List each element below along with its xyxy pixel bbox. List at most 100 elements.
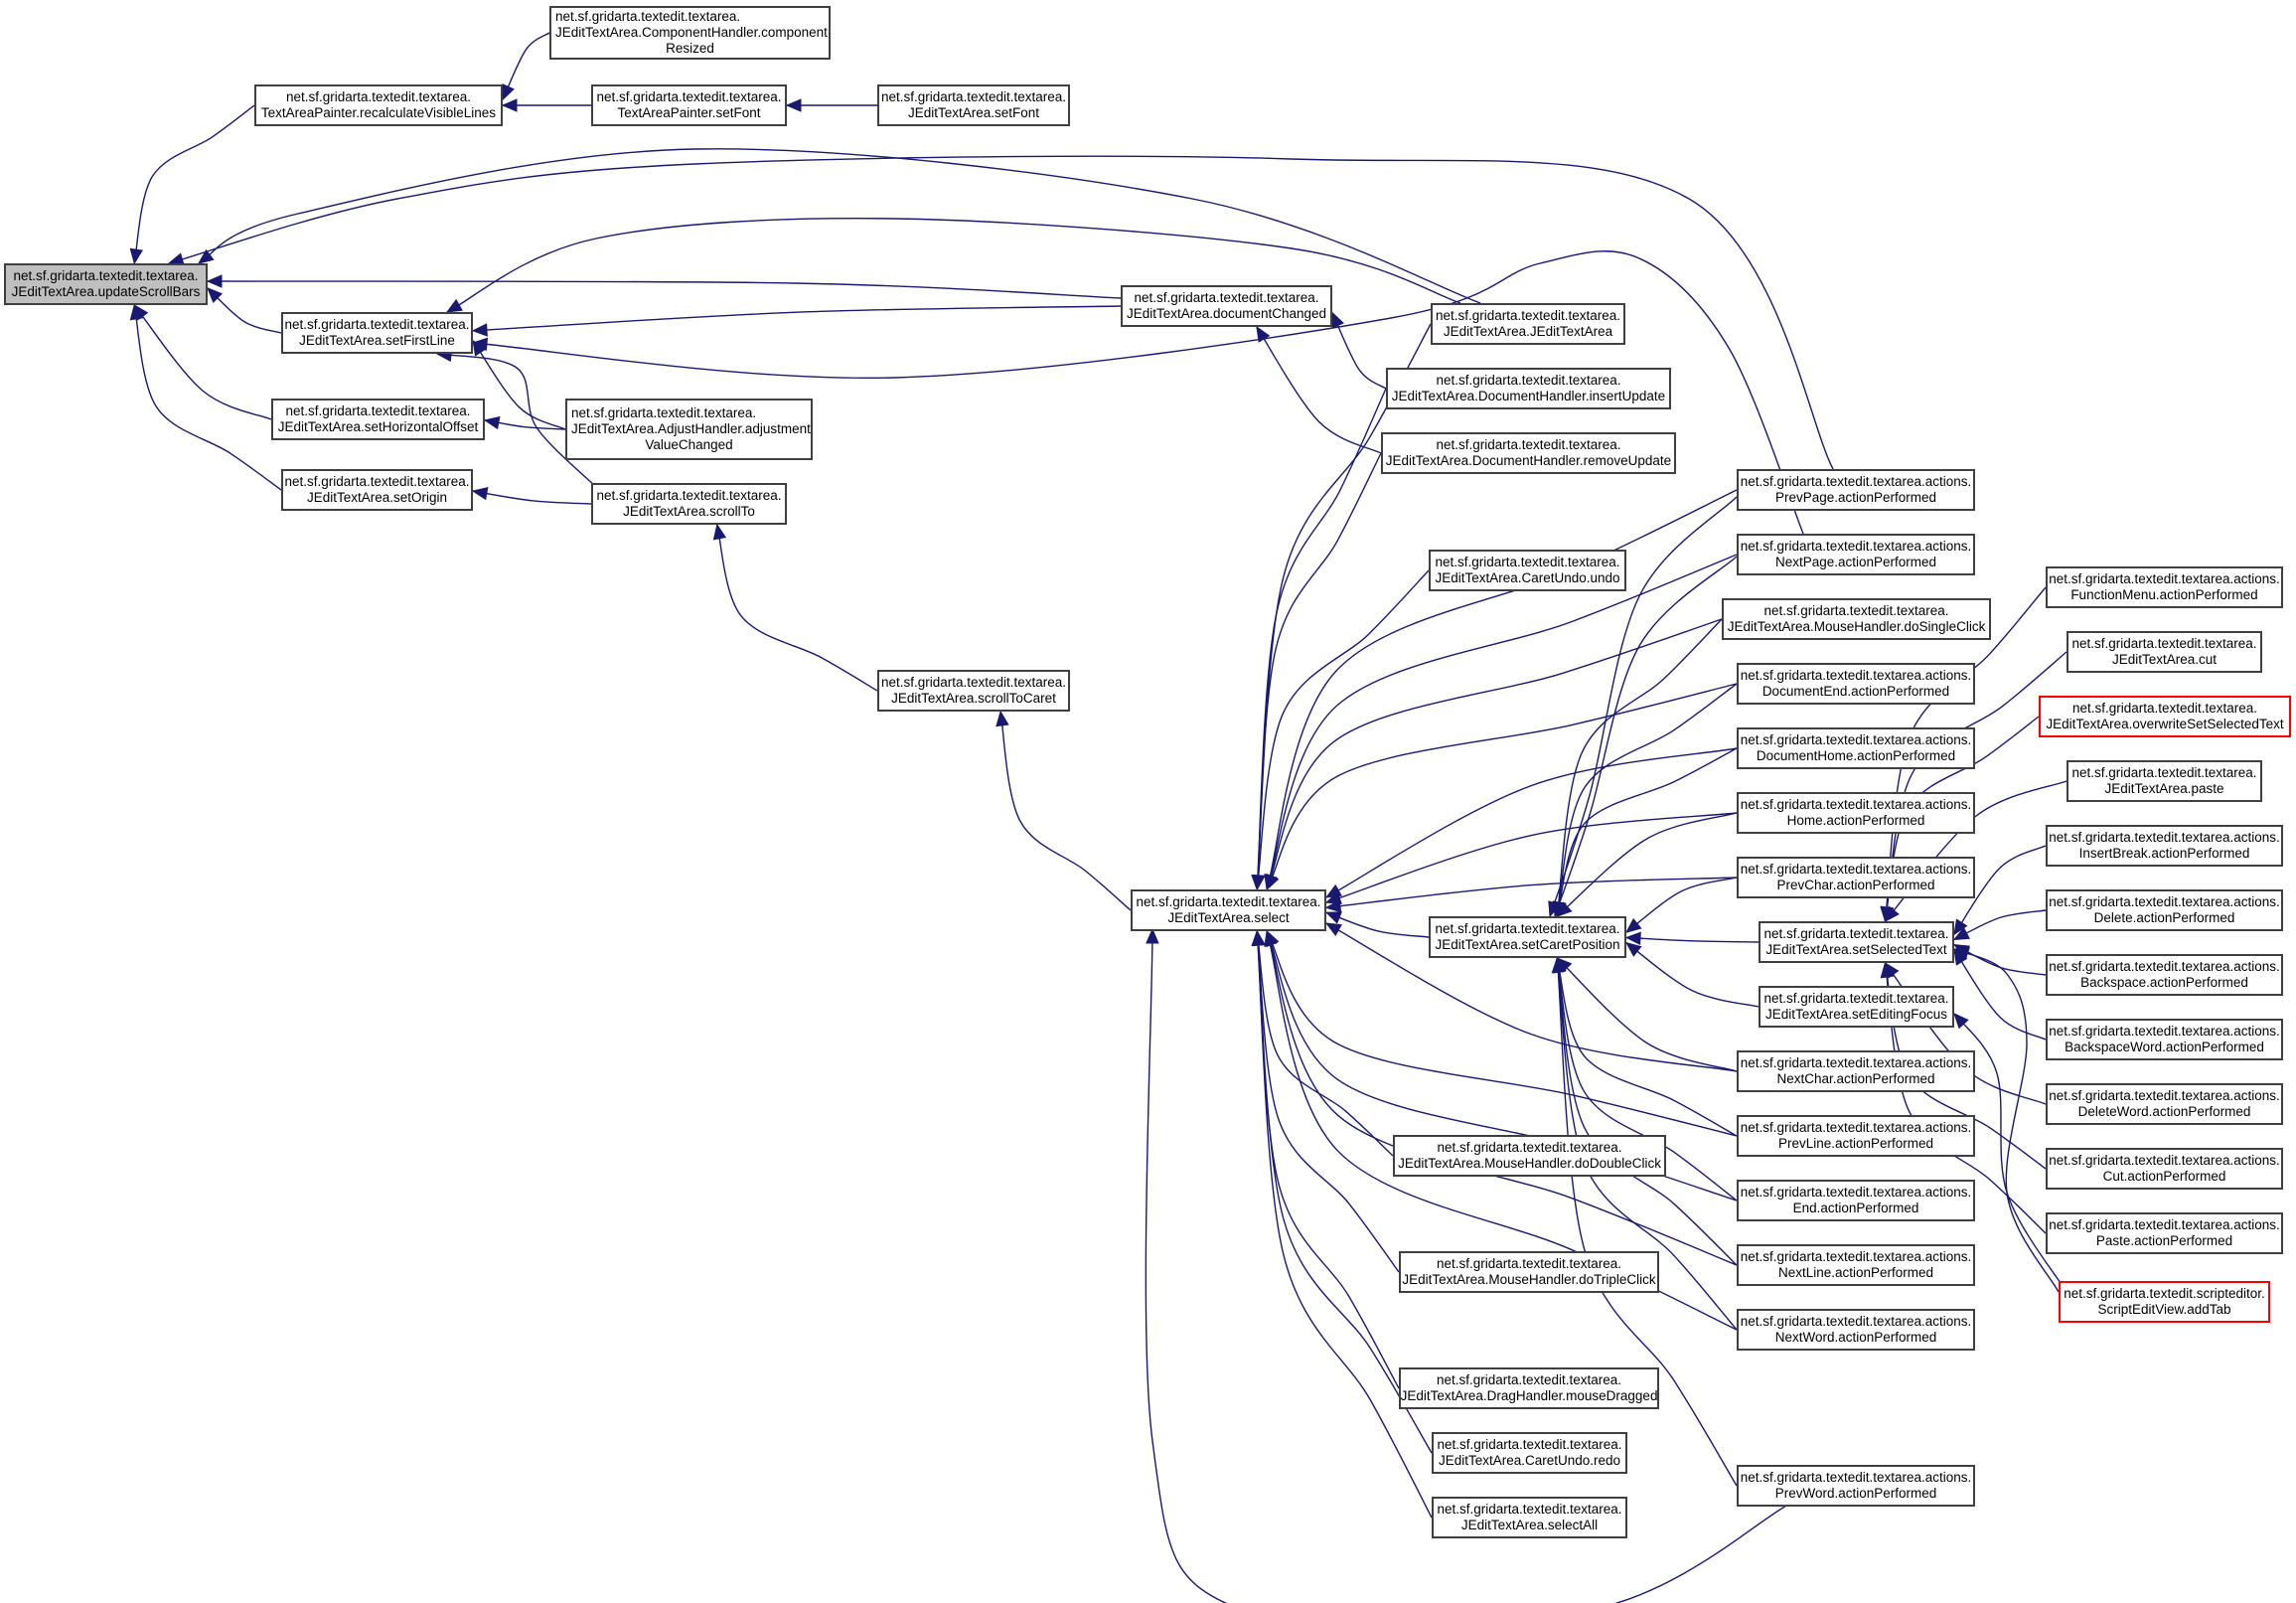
node-iu[interactable]: net.sf.gridarta.textedit.textarea.JEditT… <box>1386 368 1671 409</box>
node-cut[interactable]: net.sf.gridarta.textedit.textarea.JEditT… <box>2066 631 2262 673</box>
node-redo[interactable]: net.sf.gridarta.textedit.textarea.JEditT… <box>1432 1432 1627 1474</box>
edge-avc-to-sfl-arrowhead <box>472 339 487 357</box>
node-cutap[interactable]: net.sf.gridarta.textedit.textarea.action… <box>2046 1148 2283 1190</box>
node-label-line: net.sf.gridarta.textedit.textarea.action… <box>1740 539 1972 554</box>
node-home[interactable]: net.sf.gridarta.textedit.textarea.action… <box>1737 792 1975 834</box>
node-label-line: JEditTextArea.CaretUndo.undo <box>1435 570 1620 585</box>
edge-prevword-to-scp <box>1556 957 1738 1487</box>
node-dochome[interactable]: net.sf.gridarta.textedit.textarea.action… <box>1737 727 1975 769</box>
node-label-line: JEditTextArea.JEditTextArea <box>1443 324 1613 339</box>
node-label-line: Paste.actionPerformed <box>2095 1233 2233 1248</box>
node-dc[interactable]: net.sf.gridarta.textedit.textarea.JEditT… <box>1121 285 1332 327</box>
node-ddc[interactable]: net.sf.gridarta.textedit.textarea.JEditT… <box>1393 1135 1666 1177</box>
node-jsf[interactable]: net.sf.gridarta.textedit.textarea.JEditT… <box>877 84 1070 126</box>
node-prevpage[interactable]: net.sf.gridarta.textedit.textarea.action… <box>1737 469 1975 511</box>
node-label-line: net.sf.gridarta.textedit.textarea. <box>1436 1372 1622 1387</box>
edge-prevpage-to-usb <box>168 155 1834 470</box>
node-dtc[interactable]: net.sf.gridarta.textedit.textarea.JEditT… <box>1399 1251 1659 1293</box>
node-so[interactable]: net.sf.gridarta.textedit.textarea.JEditT… <box>281 469 473 511</box>
node-end[interactable]: net.sf.gridarta.textedit.textarea.action… <box>1737 1180 1975 1221</box>
node-delete[interactable]: net.sf.gridarta.textedit.textarea.action… <box>2046 889 2283 931</box>
node-sef[interactable]: net.sf.gridarta.textedit.textarea.JEditT… <box>1759 986 1954 1028</box>
edge-docend-to-sel-arrowhead <box>1266 874 1280 891</box>
node-bsword[interactable]: net.sf.gridarta.textedit.textarea.action… <box>2046 1019 2283 1060</box>
edge-dc-to-sfl-arrowhead <box>471 323 488 337</box>
node-sfl[interactable]: net.sf.gridarta.textedit.textarea.JEditT… <box>281 312 473 354</box>
node-nextchar[interactable]: net.sf.gridarta.textedit.textarea.action… <box>1737 1050 1975 1092</box>
edge-jeta-to-usb-arrowhead <box>197 248 215 264</box>
node-label-line: net.sf.gridarta.textedit.textarea. <box>1763 603 1949 618</box>
node-label-line: JEditTextArea.setEditingFocus <box>1764 1007 1948 1022</box>
node-owst[interactable]: net.sf.gridarta.textedit.textarea.JEditT… <box>2039 696 2291 737</box>
edge-nextchar-to-sel <box>1325 922 1738 1072</box>
node-label-line: net.sf.gridarta.textedit.textarea. <box>1435 555 1620 569</box>
node-label-line: net.sf.gridarta.textedit.textarea. <box>1435 308 1621 323</box>
node-nextword[interactable]: net.sf.gridarta.textedit.textarea.action… <box>1737 1309 1975 1351</box>
node-label-line: net.sf.gridarta.textedit.textarea. <box>1763 926 1949 941</box>
node-fmenu[interactable]: net.sf.gridarta.textedit.textarea.action… <box>2046 566 2283 608</box>
node-sho[interactable]: net.sf.gridarta.textedit.textarea.JEditT… <box>271 399 485 440</box>
edge-dochome-to-scp <box>1556 747 1738 917</box>
node-label-line: JEditTextArea.setSelectedText <box>1765 942 1947 957</box>
node-label-line: net.sf.gridarta.textedit.textarea.action… <box>2049 1024 2280 1039</box>
edge-prevline-to-scp <box>1556 957 1738 1137</box>
node-label-line: net.sf.gridarta.textedit.textarea. <box>284 317 470 332</box>
node-nextline[interactable]: net.sf.gridarta.textedit.textarea.action… <box>1737 1244 1975 1286</box>
node-dsc[interactable]: net.sf.gridarta.textedit.textarea.JEditT… <box>1722 598 1991 640</box>
edge-undo-to-sel <box>1256 569 1430 890</box>
node-prevword[interactable]: net.sf.gridarta.textedit.textarea.action… <box>1737 1465 1975 1507</box>
node-cr[interactable]: net.sf.gridarta.textedit.textarea.JEditT… <box>549 6 831 60</box>
node-sa[interactable]: net.sf.gridarta.textedit.textarea.JEditT… <box>1432 1497 1627 1538</box>
edge-sst-to-scp <box>1625 936 1760 943</box>
node-label-line: net.sf.gridarta.textedit.textarea. <box>285 89 472 104</box>
node-label-line: PrevWord.actionPerformed <box>1774 1486 1937 1501</box>
node-label-line: net.sf.gridarta.textedit.textarea. <box>1436 437 1621 452</box>
edge-undo-to-sel-arrowhead <box>1252 874 1266 891</box>
node-addtab[interactable]: net.sf.gridarta.textedit.scripteditor.Sc… <box>2059 1281 2270 1323</box>
node-prevchar[interactable]: net.sf.gridarta.textedit.textarea.action… <box>1737 857 1975 898</box>
node-docend[interactable]: net.sf.gridarta.textedit.textarea.action… <box>1737 663 1975 705</box>
node-pasteap[interactable]: net.sf.gridarta.textedit.textarea.action… <box>2046 1212 2283 1254</box>
node-label-line: JEditTextArea.scrollToCaret <box>891 691 1056 706</box>
node-st[interactable]: net.sf.gridarta.textedit.textarea.JEditT… <box>591 483 787 525</box>
node-jeta[interactable]: net.sf.gridarta.textedit.textarea.JEditT… <box>1431 303 1625 345</box>
node-nextpage[interactable]: net.sf.gridarta.textedit.textarea.action… <box>1737 534 1975 575</box>
edge-so-to-usb-arrowhead <box>129 303 144 321</box>
node-prevline[interactable]: net.sf.gridarta.textedit.textarea.action… <box>1737 1115 1975 1157</box>
edge-jsf-to-tps-arrowhead <box>785 98 802 112</box>
node-avc[interactable]: net.sf.gridarta.textedit.textarea.JEditT… <box>565 399 813 460</box>
edge-prevword-to-scp-arrowhead <box>1551 956 1566 973</box>
node-label-line: JEditTextArea.scrollTo <box>623 504 755 519</box>
edge-home-to-sel <box>1325 812 1738 903</box>
edge-prevword-to-sel <box>1145 928 1789 1603</box>
edge-st-to-so-arrowhead <box>471 486 489 501</box>
node-label-line: net.sf.gridarta.textedit.textarea. <box>1136 894 1321 909</box>
node-ibreak[interactable]: net.sf.gridarta.textedit.textarea.action… <box>2046 825 2283 867</box>
node-ru[interactable]: net.sf.gridarta.textedit.textarea.JEditT… <box>1381 432 1676 474</box>
edge-ibreak-to-sst-arrowhead <box>1953 918 1968 936</box>
edge-avc-to-sho-arrowhead <box>483 415 501 430</box>
node-sel[interactable]: net.sf.gridarta.textedit.textarea.JEditT… <box>1131 889 1326 931</box>
node-label-line: net.sf.gridarta.textedit.scripteditor. <box>2064 1286 2265 1301</box>
edge-st-to-sfl <box>436 353 597 488</box>
node-md[interactable]: net.sf.gridarta.textedit.textarea.JEditT… <box>1399 1367 1659 1409</box>
edge-prevword-to-sel-arrowhead <box>1146 927 1159 944</box>
edge-so-to-usb <box>133 304 282 491</box>
node-delword[interactable]: net.sf.gridarta.textedit.textarea.action… <box>2046 1083 2283 1125</box>
node-scp[interactable]: net.sf.gridarta.textedit.textarea.JEditT… <box>1429 916 1626 958</box>
edge-docend-to-scp <box>1556 683 1738 917</box>
edge-jeta-to-usb <box>198 148 1481 304</box>
node-usb[interactable]: net.sf.gridarta.textedit.textarea.JEditT… <box>4 263 208 305</box>
node-backspace[interactable]: net.sf.gridarta.textedit.textarea.action… <box>2046 954 2283 996</box>
node-label-line: net.sf.gridarta.textedit.textarea.action… <box>1740 1055 1972 1070</box>
edge-sel-to-stc <box>999 711 1132 911</box>
node-undo[interactable]: net.sf.gridarta.textedit.textarea.JEditT… <box>1429 550 1626 591</box>
node-label-line: JEditTextArea.overwriteSetSelectedText <box>2046 717 2284 731</box>
node-stc[interactable]: net.sf.gridarta.textedit.textarea.JEditT… <box>877 670 1070 712</box>
node-paste[interactable]: net.sf.gridarta.textedit.textarea.JEditT… <box>2066 760 2262 802</box>
node-tps[interactable]: net.sf.gridarta.textedit.textarea.TextAr… <box>591 84 787 126</box>
node-rvl[interactable]: net.sf.gridarta.textedit.textarea.TextAr… <box>254 84 503 126</box>
node-sst[interactable]: net.sf.gridarta.textedit.textarea.JEditT… <box>1759 921 1954 963</box>
edge-ibreak-to-sst <box>1953 845 2047 935</box>
edge-scp-to-sel-arrowhead <box>1324 911 1342 924</box>
